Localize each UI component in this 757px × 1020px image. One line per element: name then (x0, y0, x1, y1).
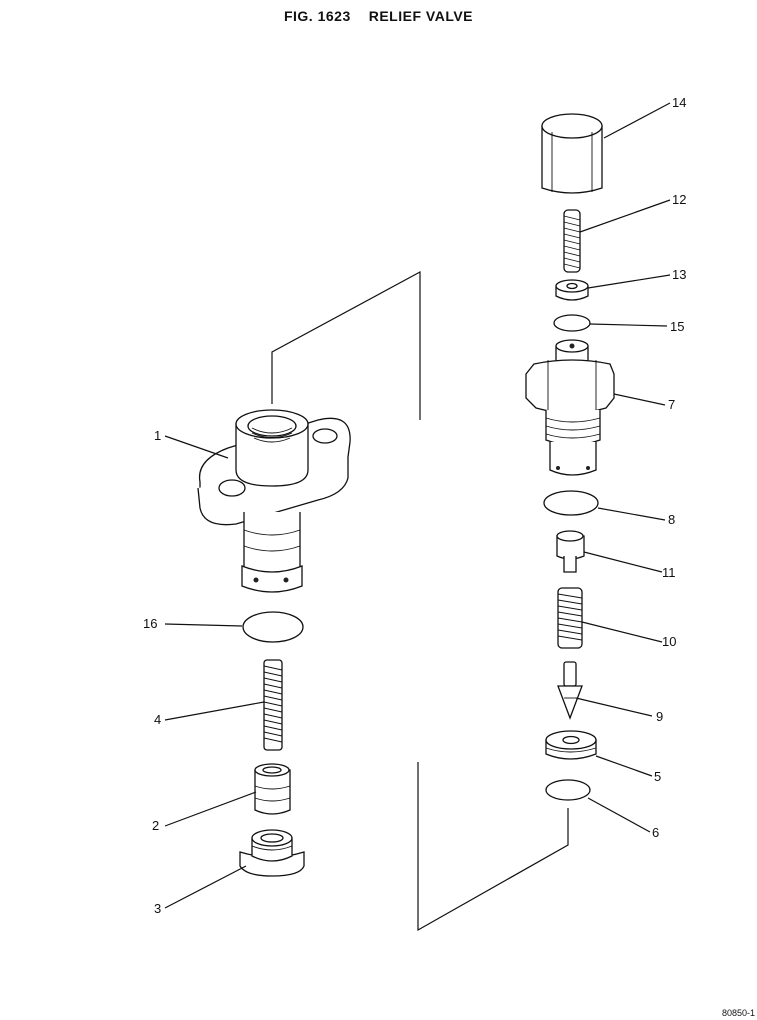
part-16-o-ring (242, 611, 304, 643)
figure-number: FIG. 1623 (283, 8, 351, 24)
callout-3: 3 (154, 901, 161, 916)
part-8-o-ring (543, 490, 599, 516)
part-15-o-ring (553, 314, 591, 332)
part-12-adjusting-screw (563, 209, 581, 273)
assembly-link-lower (417, 762, 569, 932)
callout-6: 6 (652, 825, 659, 840)
callout-10: 10 (662, 634, 676, 649)
callout-9: 9 (656, 709, 663, 724)
figure-name: RELIEF VALVE (368, 8, 474, 24)
part-13-lock-nut (555, 279, 589, 301)
callout-5: 5 (654, 769, 661, 784)
callout-14: 14 (672, 95, 686, 110)
callout-15: 15 (670, 319, 684, 334)
part-7-valve-body (525, 339, 615, 476)
part-11-piston (556, 530, 585, 573)
callout-8: 8 (668, 512, 675, 527)
assembly-link-upper (271, 270, 421, 420)
callout-numbers: 1 2 3 4 5 6 7 8 9 10 11 12 13 14 15 16 (143, 95, 686, 916)
callout-12: 12 (672, 192, 686, 207)
page-reference: 80850-1 (721, 1008, 755, 1018)
callout-13: 13 (672, 267, 686, 282)
callout-7: 7 (668, 397, 675, 412)
callout-2: 2 (152, 818, 159, 833)
part-4-spring (263, 659, 283, 751)
part-1-flange-body (197, 409, 351, 593)
part-3-plug (239, 829, 305, 877)
callout-11: 11 (662, 565, 676, 580)
part-5-valve-seat (545, 730, 597, 760)
part-10-spring (557, 587, 583, 649)
part-2-sleeve (254, 763, 291, 815)
figure-title: FIG. 1623 RELIEF VALVE (0, 8, 757, 24)
part-6-o-ring (545, 779, 591, 801)
callout-1: 1 (154, 428, 161, 443)
callout-16: 16 (143, 616, 157, 631)
part-9-poppet (557, 661, 583, 720)
part-14-cap (541, 113, 603, 194)
leader-lines (164, 102, 671, 909)
callout-4: 4 (154, 712, 161, 727)
